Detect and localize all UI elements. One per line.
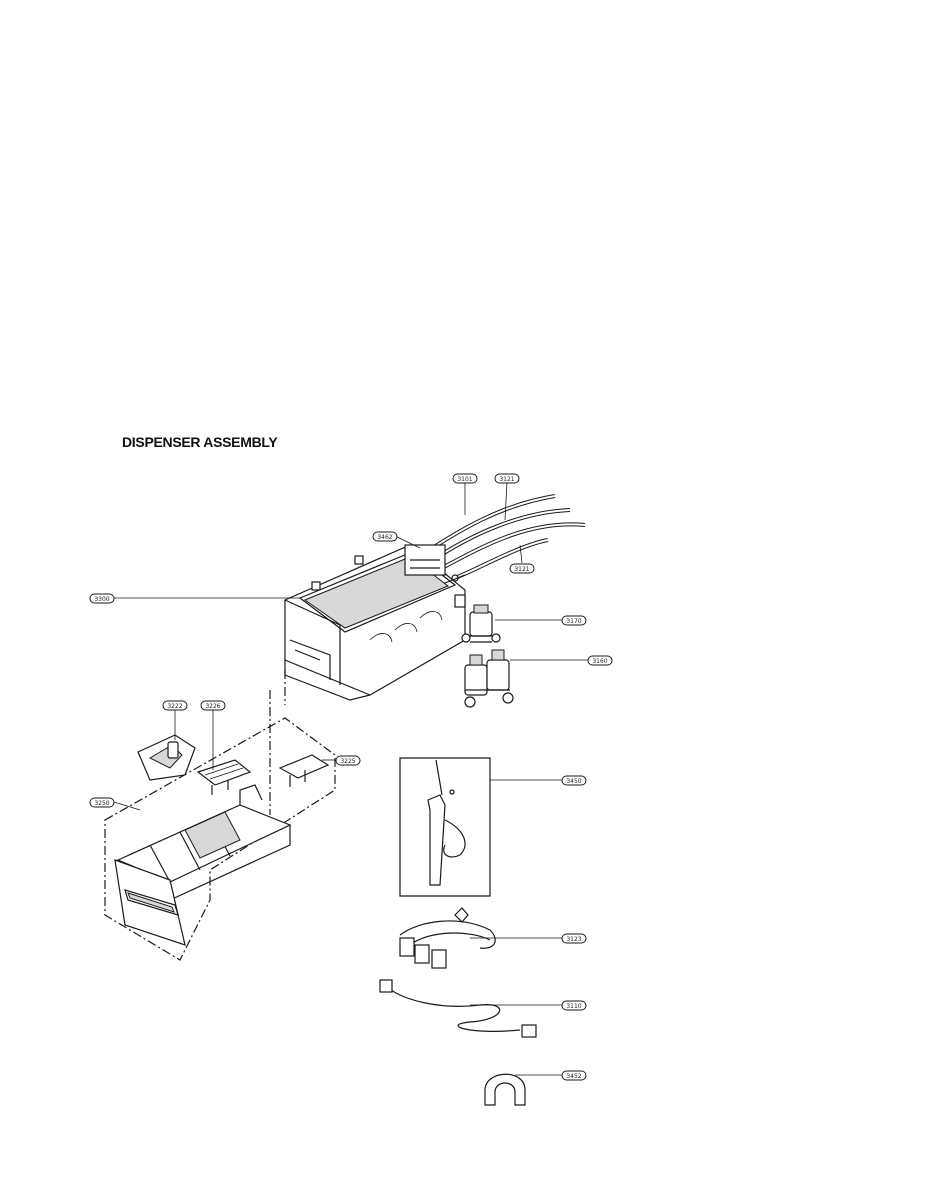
callout-3160: 3160 [587,655,613,666]
single-water-valve [461,604,501,643]
bleach-cover [278,754,330,787]
svg-text:3222: 3222 [167,703,182,710]
siphon-cap [137,734,196,781]
svg-text:3226: 3226 [205,703,220,710]
drawer-assembly [104,670,336,961]
svg-text:3300: 3300 [94,596,109,603]
callout-3222: 3222 [162,700,188,711]
callout-3121-lower: 3121 [509,563,535,574]
callout-3110: 3110 [561,1000,587,1011]
callout-3300: 3300 [89,593,115,604]
callout-3450: 3450 [561,775,587,786]
hose-bracket [399,757,491,897]
svg-text:3170: 3170 [566,618,581,625]
svg-text:3110: 3110 [566,1003,581,1010]
callout-3121-top: 3121 [494,473,520,484]
callout-3225: 3225 [335,755,361,766]
svg-text:3121: 3121 [514,566,529,573]
callout-3462: 3462 [372,531,398,542]
svg-text:3452: 3452 [566,1073,581,1080]
svg-text:3225: 3225 [340,758,355,765]
svg-text:3160: 3160 [592,658,607,665]
callout-3170: 3170 [561,615,587,626]
triple-water-valve [464,649,514,708]
hose-clip [484,1073,526,1106]
diagram-title: DISPENSER ASSEMBLY [122,434,278,450]
svg-text:3101: 3101 [457,476,472,483]
svg-text:3462: 3462 [377,534,392,541]
leader-lines [113,481,588,1076]
wire-harness-long [379,979,537,1038]
callout-3101: 3101 [452,473,478,484]
softener-cover [196,759,252,795]
callout-3226: 3226 [200,700,226,711]
svg-text:3121: 3121 [499,476,514,483]
callout-3123: 3123 [561,933,587,944]
wire-harness [399,907,496,969]
svg-text:3450: 3450 [566,778,581,785]
svg-text:3123: 3123 [566,936,581,943]
dispenser-housing [284,544,466,701]
svg-text:3250: 3250 [94,800,109,807]
callout-3250: 3250 [89,797,115,808]
callout-3452: 3452 [561,1070,587,1081]
